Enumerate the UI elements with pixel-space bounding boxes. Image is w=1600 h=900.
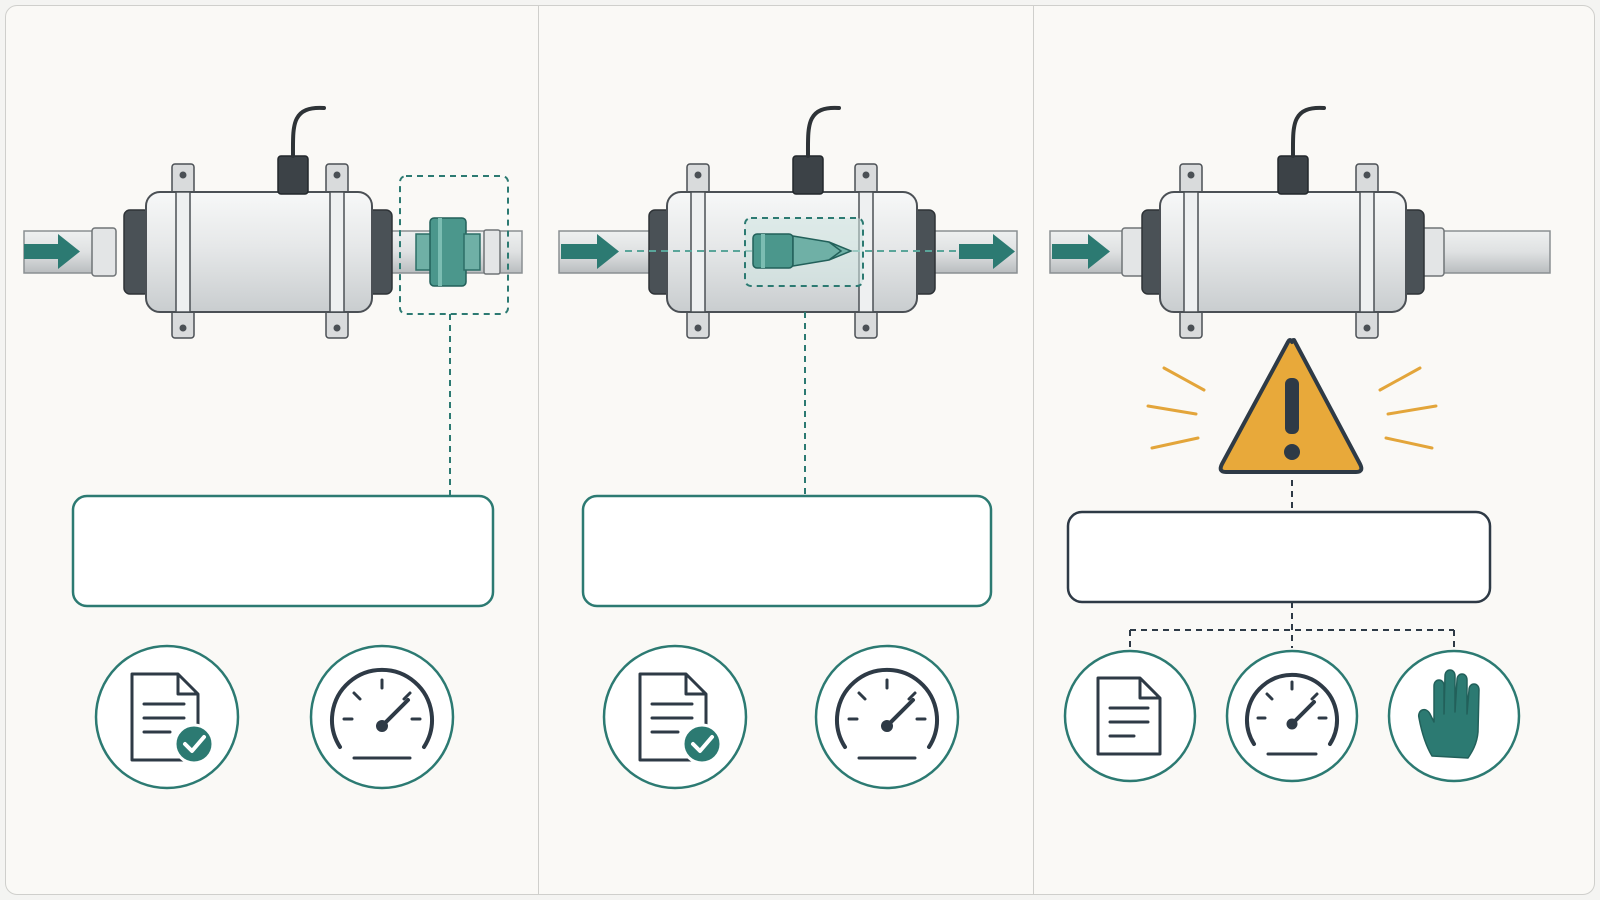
document-check-icon [602, 644, 748, 790]
label-box [71, 494, 495, 608]
sensor-connector [1277, 155, 1309, 195]
document-icon [1063, 649, 1197, 783]
sensor-connector [792, 155, 824, 195]
panel-1 [6, 6, 538, 894]
filter-housing [145, 191, 373, 313]
external-fitting [415, 217, 501, 287]
mounting-brackets [171, 163, 349, 339]
inlet-nut [91, 227, 117, 277]
label-box [1066, 510, 1492, 604]
gauge-icon [309, 644, 455, 790]
housing-bands [1183, 191, 1375, 313]
diagram-frame [5, 5, 1595, 895]
warning-alert [1146, 338, 1438, 474]
panel-2 [539, 6, 1033, 894]
panel-2-illustration [558, 105, 1018, 790]
label-box [581, 494, 993, 608]
mounting-brackets [1179, 163, 1379, 339]
outlet-flow-arrow-icon [959, 234, 1015, 269]
panel-3 [1034, 6, 1594, 894]
sensor-cable [805, 105, 841, 158]
document-check-icon [94, 644, 240, 790]
gauge-icon [1225, 649, 1359, 783]
mounting-brackets [686, 163, 878, 339]
gauge-icon [814, 644, 960, 790]
panel-divider-2 [1033, 6, 1034, 894]
panel-1-illustration [23, 105, 523, 790]
alert-rays [1146, 366, 1438, 450]
sensor-cable [1290, 105, 1326, 158]
panel-3-illustration [1049, 105, 1551, 783]
sensor-cable [290, 105, 326, 158]
stop-hand-icon [1387, 649, 1521, 783]
flow-arrow-icon [1052, 234, 1110, 269]
icon-connectors [1129, 602, 1455, 650]
panel-divider-1 [538, 6, 539, 894]
internal-check-valve [752, 233, 853, 269]
sensor-connector [277, 155, 309, 195]
housing-bands [175, 191, 345, 313]
flow-arrow-icon [24, 234, 80, 269]
flow-arrow-icon [561, 234, 619, 269]
highlight-box [399, 175, 509, 315]
